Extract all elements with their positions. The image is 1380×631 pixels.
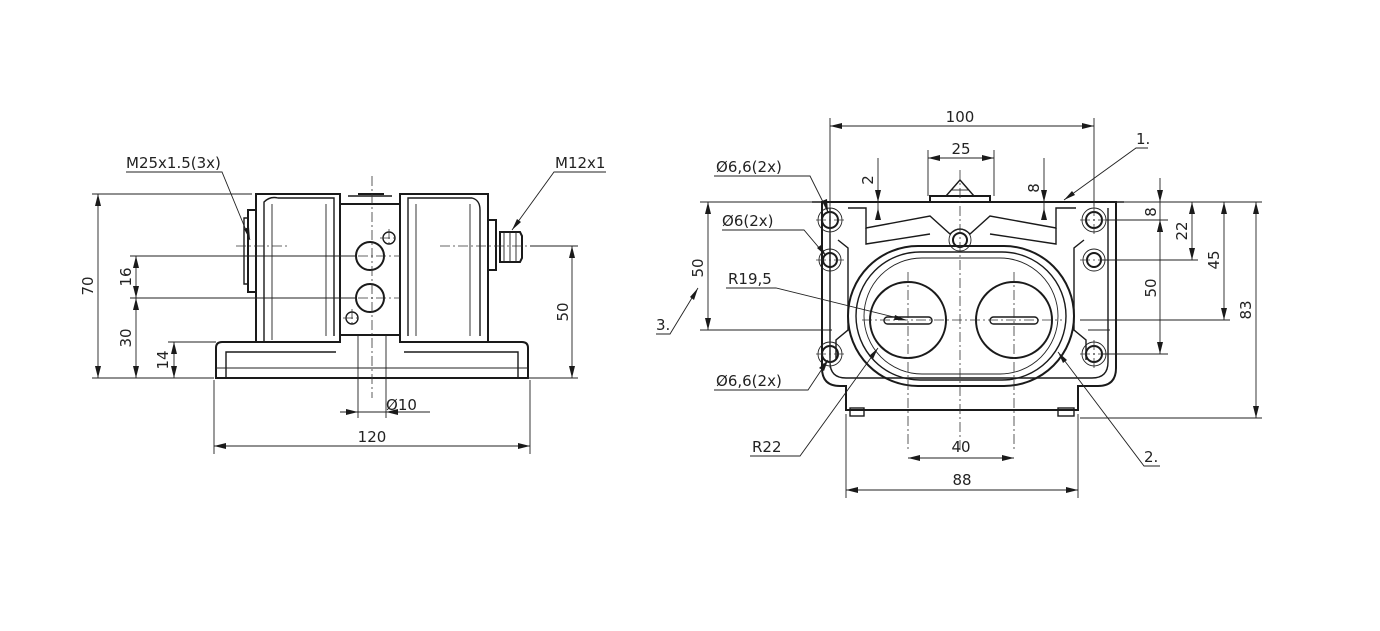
- dim-hole-diameter-label: Ø10: [386, 396, 417, 414]
- dim-70-label: 70: [79, 276, 97, 295]
- dim-120-label: 120: [358, 428, 387, 446]
- hole-66-top-label: Ø6,6(2x): [716, 158, 782, 176]
- dim-8-top-label: 8: [1025, 183, 1043, 193]
- dim-45-label: 45: [1205, 250, 1223, 269]
- side-view: 70 16 30 14 50 Ø10 120 M25x1.5(3x): [79, 154, 606, 454]
- thread-main-label: M25x1.5(3x): [126, 154, 221, 172]
- dim-30-label: 30: [117, 328, 135, 347]
- dim-25-label: 25: [951, 140, 970, 158]
- dim-14-label: 14: [154, 350, 172, 369]
- dim-8-right-label: 8: [1142, 207, 1160, 217]
- thread-small-label: M12x1: [555, 154, 605, 172]
- dim-88-label: 88: [952, 471, 971, 489]
- dim-83-label: 83: [1237, 300, 1255, 319]
- hole-66-bottom-label: Ø6,6(2x): [716, 372, 782, 390]
- dim-40-label: 40: [951, 438, 970, 456]
- dim-50-right-front-label: 50: [1142, 278, 1160, 297]
- dim-22-label: 22: [1173, 221, 1191, 240]
- dim-16-label: 16: [117, 267, 135, 286]
- front-view: 100 25 2 8 1. Ø6,6(2x) Ø6(2x) R19,5: [656, 108, 1262, 498]
- hole-6-label: Ø6(2x): [722, 212, 773, 230]
- dim-50-left-label: 50: [689, 258, 707, 277]
- radius-22-label: R22: [752, 438, 782, 456]
- label-1: 1.: [1136, 130, 1150, 148]
- label-2: 2.: [1144, 448, 1158, 466]
- dim-50-right-label: 50: [554, 302, 572, 321]
- dim-2-label: 2: [859, 175, 877, 185]
- dim-100-label: 100: [946, 108, 975, 126]
- radius-195-label: R19,5: [728, 270, 772, 288]
- label-3: 3.: [656, 316, 670, 334]
